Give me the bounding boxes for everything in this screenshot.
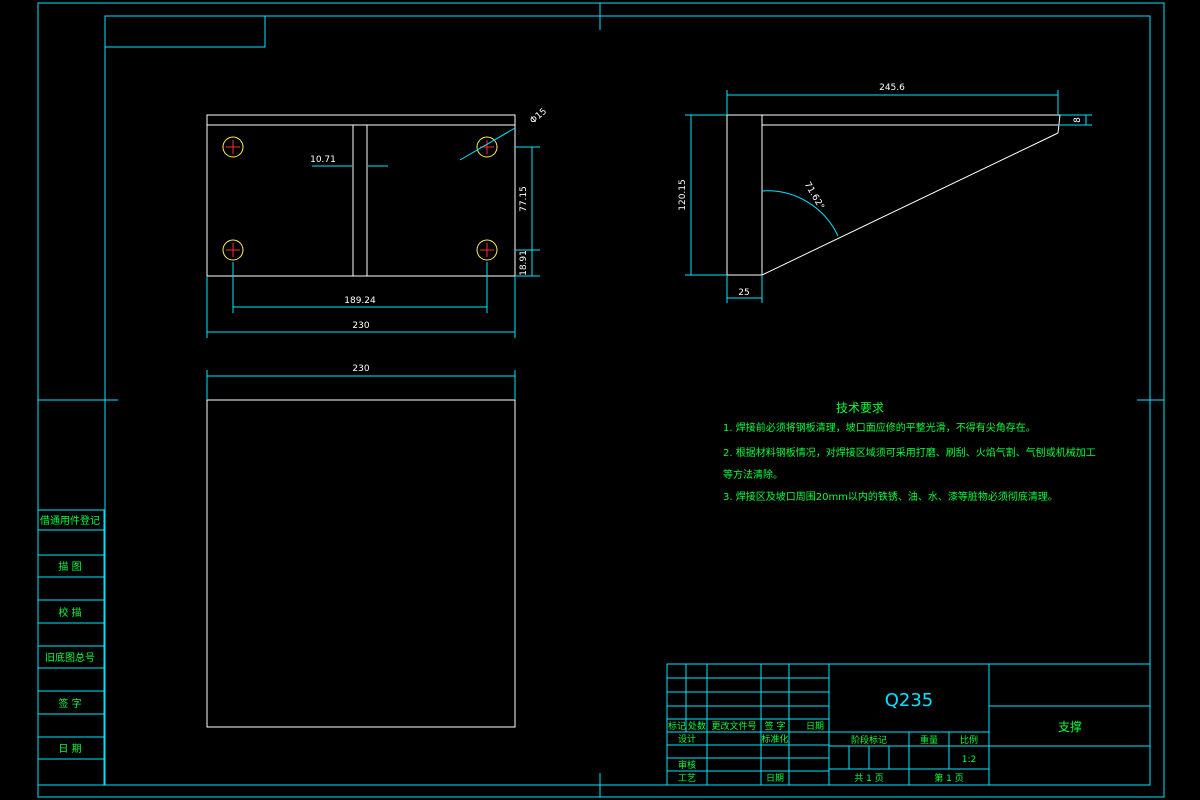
requirement-item: 等方法清除。 bbox=[723, 468, 783, 481]
label-stage: 阶段标记 bbox=[851, 734, 887, 746]
vertical-plate bbox=[726, 114, 763, 276]
dim-hole-edge: 18.91 bbox=[519, 250, 529, 276]
side-label-trace: 描 图 bbox=[58, 560, 81, 573]
dim-hole-pitch-vertical: 77.15 bbox=[519, 186, 529, 212]
dim-front-width: 230 bbox=[352, 364, 369, 374]
top-plate-outline bbox=[206, 114, 516, 277]
side-label-borrow: 借通用件登记 bbox=[40, 514, 100, 527]
side-label-old-drawing: 旧底图总号 bbox=[45, 651, 95, 664]
rev-header-sign: 签 字 bbox=[765, 720, 786, 732]
top-view: 10.71 Φ15 77.15 18.91 189.24 230 bbox=[206, 107, 549, 338]
front-view: 230 bbox=[206, 364, 516, 728]
side-label-date: 日 期 bbox=[58, 743, 81, 755]
dim-side-flange: 25 bbox=[738, 288, 749, 298]
dim-hole-diameter: Φ15 bbox=[528, 107, 549, 127]
label-weight: 重量 bbox=[920, 734, 938, 746]
rev-header-count: 处数 bbox=[688, 720, 706, 732]
label-design: 设计 bbox=[678, 733, 696, 745]
side-table: 借通用件登记 描 图 校 描 旧底图总号 签 字 日 期 bbox=[37, 509, 105, 786]
dim-overall-width: 230 bbox=[352, 321, 369, 331]
dim-hole-pitch-horizontal: 189.24 bbox=[344, 296, 376, 306]
sheets-total: 共 1 页 bbox=[854, 773, 883, 784]
hole-icon bbox=[222, 239, 244, 261]
scale-value: 1:2 bbox=[962, 755, 976, 765]
label-scale: 比例 bbox=[960, 734, 978, 746]
dim-side-angle: 71.62° bbox=[802, 180, 826, 211]
material-label: Q235 bbox=[885, 690, 934, 711]
front-plate-outline bbox=[206, 399, 516, 728]
requirement-item: 2. 根据材料钢板情况，对焊接区域须可采用打磨、刷刮、火焰气割、气刨或机械加工 bbox=[723, 446, 1096, 459]
label-standardize: 标准化 bbox=[761, 733, 788, 745]
rev-header-mark: 标记 bbox=[668, 720, 686, 732]
requirements-title: 技术要求 bbox=[836, 401, 884, 415]
rev-header-doc: 更改文件号 bbox=[711, 720, 756, 732]
requirement-item: 1. 焊接前必须将钢板清理，坡口面应修的平整光滑，不得有尖角存在。 bbox=[723, 421, 1036, 434]
side-view: 245.6 120.15 71.62° 25 8 bbox=[678, 83, 1092, 303]
side-label-check: 校 描 bbox=[58, 606, 81, 619]
dim-side-thickness: 8 bbox=[1073, 117, 1083, 123]
dim-side-length: 245.6 bbox=[879, 83, 905, 93]
hole-icon bbox=[476, 239, 498, 261]
rev-header-date: 日期 bbox=[806, 721, 824, 732]
requirement-item: 3. 焊接区及坡口周围20mm以内的铁锈、油、水、漆等脏物必须彻底清理。 bbox=[723, 490, 1058, 503]
code-box bbox=[104, 15, 266, 48]
mounting-holes bbox=[222, 136, 498, 261]
dim-spacing: 10.71 bbox=[310, 155, 336, 165]
part-name: 支撑 bbox=[1058, 719, 1082, 734]
drawing-frame bbox=[37, 2, 1165, 798]
side-label-sign: 签 字 bbox=[58, 697, 81, 710]
title-block: 标记 处数 更改文件号 签 字 日期 设计 标准化 审核 工艺 日期 Q235 … bbox=[666, 663, 1151, 786]
dim-side-height: 120.15 bbox=[678, 179, 688, 211]
sheet-number: 第 1 页 bbox=[934, 772, 963, 784]
label-approve-date: 日期 bbox=[766, 773, 784, 784]
label-process: 工艺 bbox=[678, 773, 696, 784]
label-review: 审核 bbox=[678, 759, 696, 771]
hole-icon bbox=[222, 136, 244, 158]
technical-requirements: 技术要求 1. 焊接前必须将钢板清理，坡口面应修的平整光滑，不得有尖角存在。 2… bbox=[723, 401, 1096, 503]
